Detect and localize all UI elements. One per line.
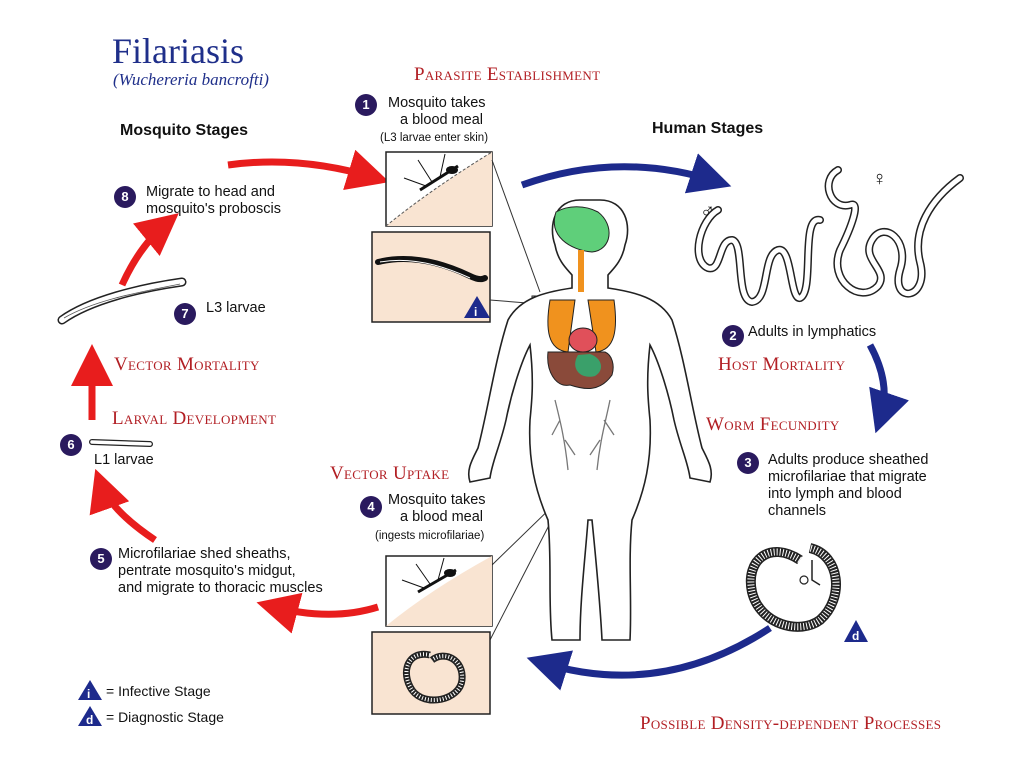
- step-1-note: (L3 larvae enter skin): [380, 132, 489, 144]
- step-6-badge: 6: [60, 434, 82, 456]
- process-vector-mortality: Vector Mortality: [114, 354, 260, 375]
- process-worm-fecundity: Worm Fecundity: [706, 414, 840, 435]
- ingested-microfilaria-panel: [371, 631, 491, 715]
- section-human-stages: Human Stages: [652, 120, 764, 137]
- arrow-3-to-4: [526, 625, 772, 691]
- step-1-text: Mosquito takes a blood meal: [388, 95, 486, 128]
- legend-diagnostic-label: = Diagnostic Stage: [106, 709, 224, 725]
- step-2-badge: 2: [722, 325, 744, 347]
- step-1-badge: 1: [355, 94, 377, 116]
- step-5-text: Microfilariae shed sheaths, pentrate mos…: [118, 546, 323, 596]
- step-7-text: L3 larvae: [206, 300, 266, 316]
- step-8-badge: 8: [114, 186, 136, 208]
- adult-worms-illustration: [694, 166, 964, 307]
- diagram-title: Filariasis: [112, 31, 244, 71]
- step-6-text: L1 larvae: [94, 452, 154, 468]
- male-symbol: ♂: [700, 200, 715, 222]
- process-parasite-establishment: Parasite Establishment: [414, 64, 601, 85]
- step-5-badge: 5: [90, 548, 112, 570]
- arrow-8-to-1: [227, 149, 390, 190]
- legend-infective-label: = Infective Stage: [106, 683, 211, 699]
- step-2-text: Adults in lymphatics: [748, 324, 877, 340]
- arrow-5-to-6: [89, 468, 157, 543]
- section-mosquito-stages: Mosquito Stages: [120, 122, 249, 139]
- step-4-text: Mosquito takes a blood meal: [388, 492, 486, 525]
- arrow-1-to-2: [520, 153, 732, 194]
- process-host-mortality: Host Mortality: [718, 354, 846, 375]
- process-larval-development: Larval Development: [112, 408, 277, 429]
- step-8-text: Migrate to head and mosquito's proboscis: [146, 184, 281, 217]
- l1-larva-illustration: [89, 439, 153, 447]
- step-4-badge: 4: [360, 496, 382, 518]
- arrow-7-to-8: [118, 213, 179, 287]
- arrow-2-to-3: [866, 343, 909, 434]
- svg-text:i: i: [87, 687, 90, 701]
- infective-marker-letter: i: [474, 305, 477, 319]
- female-symbol: ♀: [872, 168, 887, 190]
- diagnostic-marker-letter: d: [852, 629, 859, 643]
- mosquito-bite-panel-bottom: [385, 555, 493, 627]
- legend-infective-icon: i: [78, 680, 102, 701]
- process-density-dependent: Possible Density-dependent Processes: [640, 713, 942, 734]
- step-3-badge: 3: [737, 452, 759, 474]
- l3-larva-illustration: [57, 277, 187, 325]
- mosquito-bite-panel-top: [385, 151, 493, 227]
- step-7-badge: 7: [174, 303, 196, 325]
- step-3-text: Adults produce sheathed microfilariae th…: [768, 452, 929, 519]
- legend-diagnostic-icon: d: [78, 706, 102, 727]
- human-body: [467, 199, 713, 641]
- l3-larva-panel: i: [371, 231, 491, 323]
- svg-text:d: d: [86, 713, 93, 727]
- diagram-subtitle: (Wuchereria bancrofti): [113, 70, 269, 89]
- microfilaria-illustration: d: [745, 543, 868, 643]
- arrow-4-to-5: [256, 592, 380, 634]
- step-4-note: (ingests microfilariae): [375, 530, 485, 542]
- process-vector-uptake: Vector Uptake: [330, 463, 450, 484]
